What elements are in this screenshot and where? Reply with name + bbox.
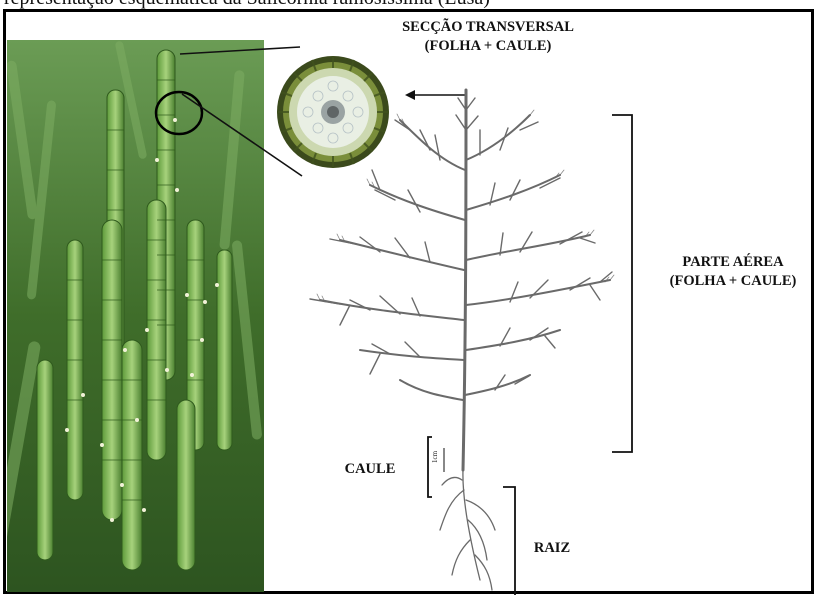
section-title-line2: (FOLHA + CAULE) — [378, 37, 598, 56]
scale-label: 1cm — [431, 451, 439, 463]
root-bracket — [503, 487, 515, 595]
magnifier-line-top — [180, 47, 300, 54]
aerial-part-bracket — [612, 115, 632, 452]
arrow-to-section — [405, 90, 466, 100]
section-title-line1: SECÇÃO TRANSVERSAL — [378, 18, 598, 37]
cross-section-image — [277, 56, 389, 168]
root-label: RAIZ — [522, 539, 582, 558]
section-title: SECÇÃO TRANSVERSAL (FOLHA + CAULE) — [378, 18, 598, 56]
aerial-part-line1: PARTE AÉREA — [648, 253, 818, 272]
plant-schematic-drawing — [310, 90, 614, 590]
aerial-part-line2: (FOLHA + CAULE) — [648, 272, 818, 291]
aerial-part-label: PARTE AÉREA (FOLHA + CAULE) — [648, 253, 818, 291]
stem-bracket — [428, 437, 432, 497]
stem-label: CAULE — [335, 460, 405, 479]
